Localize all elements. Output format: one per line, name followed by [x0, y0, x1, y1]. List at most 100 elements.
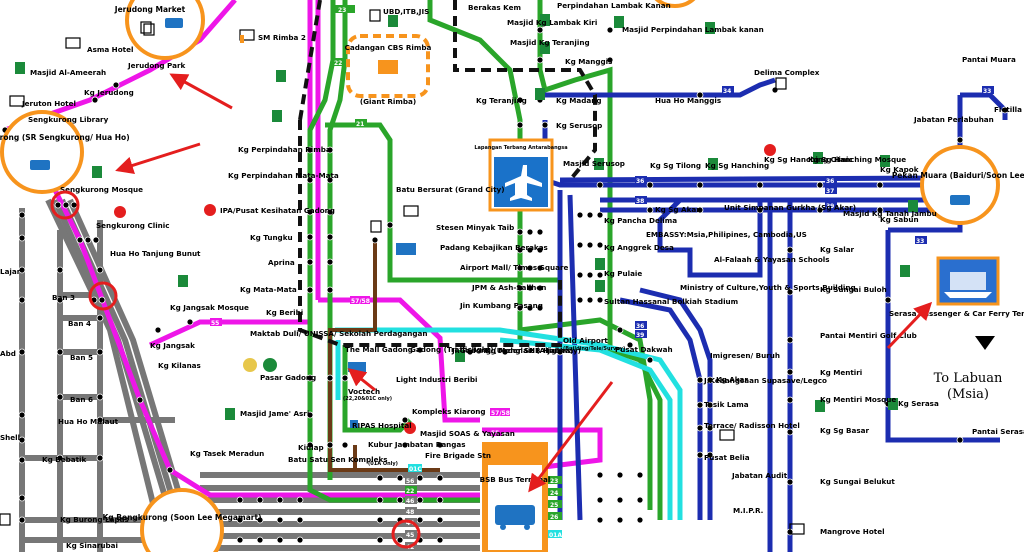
label-terrace: Terrace/ Radisson Hotel [704, 421, 800, 430]
label-hanching-clinic: Kg Sg Hanching Clinic [764, 155, 853, 164]
svg-text:01A: 01A [549, 532, 562, 539]
crescent-icon [114, 206, 126, 218]
hub-ferry[interactable]: Serasa Passenger & Car Ferry Terminal To… [889, 256, 1024, 402]
university-icon [775, 77, 787, 90]
hotel-icon [789, 523, 805, 535]
red-arrow [347, 368, 376, 392]
label-gurkha: Unit Simpanan Gurkha (Sg Akar) [724, 203, 856, 212]
label-pancha: Kg Pancha Delima [604, 216, 677, 225]
hospital-icon [350, 420, 358, 428]
label-hua-ho-mulaut: Hua Ho Mulaut [58, 417, 119, 426]
label-ministry: Ministry of Culture,Youth & Sports Build… [680, 283, 856, 292]
label-salar: Kg Salar [820, 245, 855, 254]
mosque-icon [900, 265, 910, 277]
mosque-icon [540, 14, 550, 26]
label-kilanas: Kg Kilanas [158, 361, 201, 370]
label-mata-mata: Kg Mata-Mata [240, 285, 297, 294]
hub-top-right [654, 0, 696, 8]
mosque-icon [614, 16, 624, 28]
mosque-icon [813, 152, 823, 164]
label-perpindahan-rimba: Kg Perpindahan Rimba [238, 145, 331, 154]
mosque-icon [272, 110, 282, 122]
mosque-icon [705, 22, 715, 34]
label-maktab: Maktab Duli/ UNISSA/ Sekolah Perdagangan [250, 329, 428, 338]
brown-routes [328, 240, 440, 472]
hub-bsb[interactable]: BSB Bus Terminal [480, 442, 551, 552]
label-kubur: Kubur Jambatan Rangas [368, 440, 466, 449]
crescent-icon [204, 204, 216, 216]
magenta-routes [4, 0, 603, 498]
svg-text:34: 34 [723, 88, 731, 95]
station-dots [1, 26, 1009, 544]
label-sg-basar: Kg Sg Basar [820, 426, 869, 435]
label-manggis: Kg Manggis [565, 57, 612, 66]
label-kompleks-kiarong: Kompleks Kiarong [412, 407, 486, 416]
university-icon [143, 23, 155, 36]
bus-icon [396, 243, 416, 255]
label-ban5: Ban 5 [70, 353, 93, 362]
hub-label-jerudong: Jerudong Market [114, 5, 186, 14]
seal-icon [263, 358, 277, 372]
label-perpindahan-mata: Kg Perpindahan Mata-Mata [228, 171, 339, 180]
label-sg-hanching: Kg Sg Hanching [705, 161, 769, 170]
label-padang: Padang Kebajikan Berakas [440, 243, 548, 252]
label-sabun: Kg Sabun [880, 215, 919, 224]
label-sk-clinic: Sengkurong Clinic [96, 221, 170, 230]
mosque-icons [15, 14, 918, 420]
label-serasa: Kg Serasa [898, 399, 939, 408]
uni-icons [0, 9, 787, 526]
label-the-mall: The Mall Gadong [345, 345, 413, 354]
hub-sengkurong[interactable]: Kg Sengkurong (SR Sengkurong/ Hua Ho) [0, 110, 130, 194]
svg-text:55: 55 [211, 320, 219, 327]
label-mentiri: Kg Mentiri [820, 368, 862, 377]
label-bebatik: Kg Bebatik [42, 455, 86, 464]
svg-text:36: 36 [636, 178, 644, 185]
red-circle [391, 519, 421, 549]
svg-text:36: 36 [826, 178, 834, 185]
label-fiotilla: Fiotilla Muara [994, 105, 1024, 114]
label-delima: Delima Complex [754, 68, 820, 77]
svg-text:26: 26 [550, 514, 558, 521]
label-sk-mosque: Sengkurong Mosque [60, 185, 143, 194]
labuan-label-1: To Labuan [934, 371, 1003, 386]
hub-cadangan[interactable]: Cadangan CBS Rimba (Giant Rimba) [345, 34, 432, 106]
red-circle [50, 190, 80, 220]
label-teranjing: Kg Teranjing [476, 96, 527, 105]
label-batu-satu: Batu Satu Sen Kompleks [288, 455, 388, 464]
mosque-icon [276, 70, 286, 82]
hub-airport[interactable]: Lapangan Terbang Antarabangsa [474, 138, 568, 212]
label-kg-jerudong: Kg Jerudong [84, 88, 134, 97]
hub-jerudong[interactable]: Jerudong Market [114, 0, 205, 60]
label-fire: Fire Brigade Stn [425, 451, 491, 460]
svg-text:57/58: 57/58 [351, 298, 370, 305]
label-madang: Kg Madang [556, 96, 601, 105]
label-kiulap: Kiulap [298, 443, 324, 452]
label-shell: Shell [0, 433, 20, 442]
hub-bengkurong[interactable]: Kg Bengkurong (Soon Lee Megamart) [102, 488, 262, 552]
label-anggrek: Kg Anggrek Desa [604, 243, 674, 252]
label-berakas-kem: Berakas Kem [468, 3, 521, 12]
label-mipr: M.I.P.R. [733, 506, 763, 515]
hub-pekan-muara[interactable]: Pekan Muara (Baiduri/Soon Lee) [892, 145, 1024, 225]
ferry-icon [944, 292, 992, 298]
label-tasik-lama: Tasik Lama [704, 400, 749, 409]
label-jpm: JPM & Ash-Salihen [471, 283, 546, 292]
label-sg-tilong: Kg Sg Tilong [650, 161, 701, 170]
cyan-routes [335, 327, 683, 520]
label-gadong-tl: Gadong (Trafficlight) [410, 345, 494, 354]
red-arrow [115, 142, 201, 175]
svg-text:56: 56 [406, 478, 414, 485]
label-stesen: Stesen Minyak Taib [436, 223, 514, 232]
mosque-icon [880, 155, 890, 167]
label-hanching-mosque: Kg Sg Hanching Mosque [808, 155, 906, 164]
label-tasek: Kg Tasek Meradun [190, 449, 264, 458]
hub-label-cadangan: Cadangan CBS Rimba [345, 43, 432, 52]
label-pantai-serasa: Pantai Serasa [972, 427, 1024, 436]
label-jerudong-park: Jerudong Park [127, 61, 186, 70]
label-pulaie: Kg Pulaie [604, 269, 642, 278]
airport-label: Lapangan Terbang Antarabangsa [474, 145, 567, 151]
mosque-icon [708, 158, 718, 170]
label-sg-belukut: Kg Sungai Belukut [820, 477, 895, 486]
mosque-icon [92, 166, 102, 178]
mosque-icon [540, 42, 550, 54]
